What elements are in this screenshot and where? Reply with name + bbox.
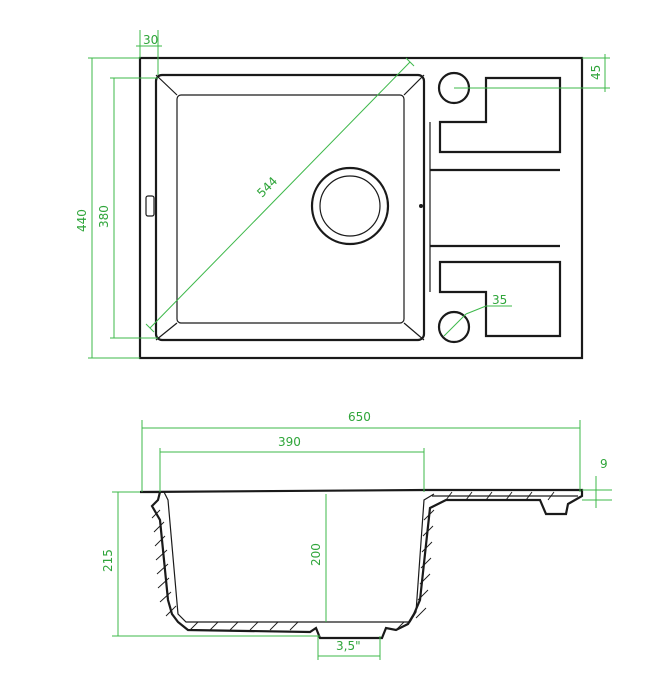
bowl-inner — [176, 94, 405, 324]
top-view — [138, 56, 584, 360]
sink-outline — [138, 56, 584, 360]
bowl-outer — [154, 73, 426, 342]
side-profile-outer — [139, 488, 584, 640]
bowl-corner-line — [155, 322, 178, 341]
side-view — [139, 488, 584, 640]
dim-overall-depth: 215 — [101, 549, 115, 572]
bowl-corner-line — [403, 322, 425, 341]
overflow-slot — [145, 195, 155, 217]
dim-tap-diameter: 35 — [492, 293, 507, 307]
dim-tap-offset: 45 — [589, 65, 603, 80]
side-hatching — [151, 491, 555, 631]
side-view-dimensions: 650 390 9 215 200 3,5" — [101, 410, 612, 660]
dim-rim-height: 9 — [600, 457, 608, 471]
dim-drain-size: 3,5" — [336, 639, 361, 653]
tap-hole-lower — [437, 310, 471, 344]
dim-bowl-height: 380 — [97, 205, 111, 228]
bowl-handle-dot — [419, 204, 423, 208]
drain-outer — [310, 166, 390, 246]
dim-overall-height: 440 — [75, 209, 89, 232]
bowl-corner-line — [155, 74, 178, 96]
dim-bowl-diagonal: 544 — [254, 174, 280, 200]
drainboard-lower — [438, 260, 562, 338]
drain-inner — [319, 175, 381, 237]
dim-bowl-width: 390 — [278, 435, 301, 449]
dim-bowl-depth: 200 — [309, 543, 323, 566]
dim-rim-width: 30 — [143, 33, 158, 47]
side-profile-inner — [163, 491, 435, 623]
bowl-corner-line — [403, 74, 425, 96]
drainboard-upper — [438, 76, 562, 154]
dim-overall-width: 650 — [348, 410, 371, 424]
